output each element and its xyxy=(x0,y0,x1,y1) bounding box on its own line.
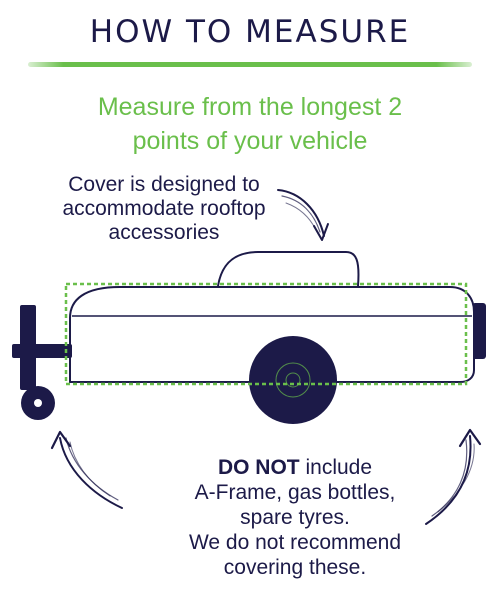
rooftop-note-line-2: accommodate rooftop xyxy=(62,197,266,220)
right-arrow-icon xyxy=(425,428,482,525)
left-arrow-icon xyxy=(50,430,123,509)
exclusion-note-line-1: DO NOT include xyxy=(110,455,480,480)
rear-bumper xyxy=(472,303,486,359)
rooftop-accessory xyxy=(217,251,360,287)
rooftop-note: Cover is designed to accommodate rooftop… xyxy=(14,173,314,245)
page-title: HOW TO MEASURE xyxy=(89,14,411,50)
subtitle: Measure from the longest 2 points of you… xyxy=(0,90,500,158)
exclusion-note-line-2: A-Frame, gas bottles, xyxy=(194,481,396,504)
exclusion-note-line-4: We do not recommend xyxy=(188,531,402,554)
a-frame xyxy=(12,305,72,420)
subtitle-line-1: Measure from the longest 2 xyxy=(97,93,403,121)
trailer-wheel xyxy=(249,336,337,424)
subtitle-line-2: points of your vehicle xyxy=(132,127,368,155)
exclusion-note-line-5: covering these. xyxy=(223,556,367,579)
title-underline xyxy=(28,62,472,67)
rooftop-note-line-1: Cover is designed to xyxy=(68,173,260,196)
do-not-emphasis: DO NOT xyxy=(217,456,300,479)
measure-outline xyxy=(64,282,468,386)
exclusion-note-line-1-rest: include xyxy=(299,456,373,479)
exclusion-note: DO NOT include A-Frame, gas bottles, spa… xyxy=(110,455,480,580)
rooftop-note-line-3: accessories xyxy=(108,221,220,244)
rooftop-arrow-icon xyxy=(277,189,329,241)
exclusion-note-line-3: spare tyres. xyxy=(240,506,350,529)
